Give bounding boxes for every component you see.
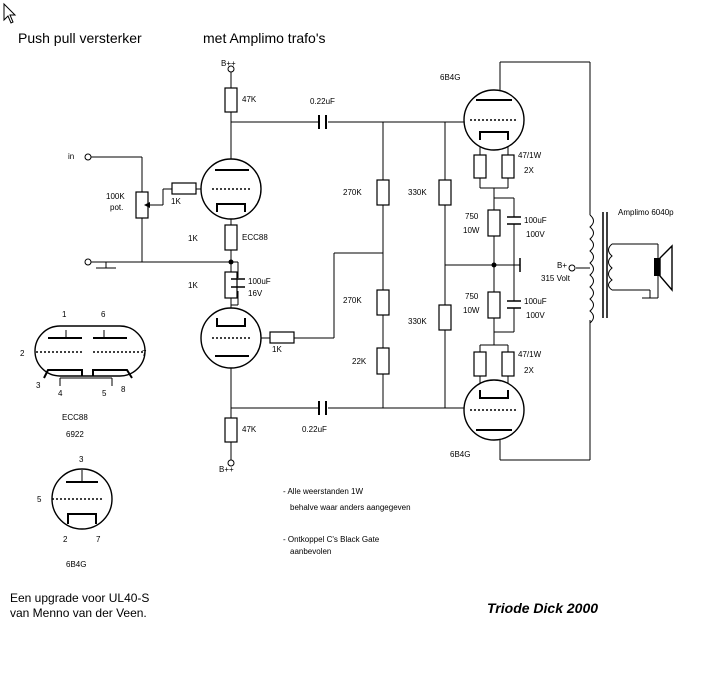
tube-ecc88-lower (200, 307, 262, 369)
label-bpp-top: B++ (221, 59, 236, 68)
ecc88-pinout (34, 325, 146, 386)
ecc88-pin-3: 3 (36, 381, 41, 390)
label-r-anode-bottom: 47K (242, 425, 257, 434)
ecc88-pin-5: 5 (102, 389, 107, 398)
title-left: Push pull versterker (18, 30, 142, 46)
output-transformer (589, 212, 613, 324)
label-transformer: Amplimo 6040p (618, 208, 674, 217)
label-6b4g-top: 6B4G (440, 73, 460, 82)
resistor-330k-2 (438, 304, 452, 331)
label-r-270k-1: 270K (343, 188, 362, 197)
label-tube-ecc88: ECC88 (242, 233, 268, 242)
label-r-750-bot-w: 10W (463, 306, 480, 315)
signature: Triode Dick 2000 (487, 600, 598, 616)
resistor-1k-grid2 (269, 331, 295, 344)
label-r-anode-top: 47K (242, 95, 257, 104)
label-cap-100-top-v: 100V (526, 230, 545, 239)
tube-6b4g-lower (463, 379, 525, 441)
tube-6b4g-upper (463, 89, 525, 151)
ground-terminal (84, 258, 92, 266)
ecc88-name: ECC88 (62, 413, 88, 422)
ecc88-alt: 6922 (66, 430, 84, 439)
label-cap-bottom: 0.22uF (302, 425, 327, 434)
note-1b: behalve waar anders aangegeven (290, 503, 411, 512)
resistor-22k (376, 347, 390, 375)
resistor-47k-bottom (224, 417, 238, 443)
ecc88-pin-7: 7 (142, 349, 147, 358)
label-cap-cath: 100uF (248, 277, 271, 286)
label-r-47-top: 47/1W (518, 151, 542, 160)
label-r-47-bot-count: 2X (524, 366, 534, 375)
resistor-1k-cath2 (224, 271, 238, 299)
label-cap-100-bot: 100uF (524, 297, 547, 306)
resistor-270k-2 (376, 289, 390, 316)
label-cap-cath-v: 16V (248, 289, 263, 298)
ecc88-pin-8: 8 (121, 385, 126, 394)
label-bplus: B+ (557, 261, 567, 270)
credit-line-1: Een upgrade voor UL40-S (10, 591, 149, 605)
label-r-750-top-w: 10W (463, 226, 480, 235)
pot-wiper-icon (144, 202, 150, 208)
resistor-270k-1 (376, 179, 390, 206)
label-r-750-bot: 750 (465, 292, 479, 301)
ecc88-pin-1: 1 (62, 310, 67, 319)
label-input: in (68, 152, 74, 161)
resistor-1k-cath1 (224, 224, 238, 251)
wires (88, 61, 659, 461)
label-pot-unit: pot. (110, 203, 123, 212)
resistor-330k-1 (438, 179, 452, 206)
label-r-grid2: 1K (272, 345, 282, 354)
label-r-270k-2: 270K (343, 296, 362, 305)
bpp-terminal-bottom (227, 459, 235, 467)
label-bplus-v: 315 Volt (541, 274, 571, 283)
resistor-47-bot-a (473, 351, 487, 377)
note-1: - Alle weerstanden 1W (283, 487, 363, 496)
speaker-icon (654, 244, 673, 298)
label-cap-100-top: 100uF (524, 216, 547, 225)
capacitors (231, 115, 521, 415)
b4g-pin-3: 3 (79, 455, 84, 464)
resistor-47-bot-b (501, 351, 515, 377)
b4g-pin-7: 7 (96, 535, 101, 544)
label-r-47-top-count: 2X (524, 166, 534, 175)
label-r-750-top: 750 (465, 212, 479, 221)
label-r-cath2: 1K (188, 281, 198, 290)
resistor-47-top-b (501, 154, 515, 179)
resistor-1k-grid (171, 182, 197, 195)
credit-line-2: van Menno van der Veen. (10, 606, 147, 620)
cursor-icon (3, 2, 17, 24)
label-pot: 100K (106, 192, 125, 201)
label-r-330k-1: 330K (408, 188, 427, 197)
label-bpp-bottom: B++ (219, 465, 234, 474)
label-6b4g-bottom: 6B4G (450, 450, 470, 459)
b4g-pin-5: 5 (37, 495, 42, 504)
ecc88-pin-4: 4 (58, 389, 63, 398)
label-r-22k: 22K (352, 357, 367, 366)
note-2: - Ontkoppel C's Black Gate (283, 535, 380, 544)
note-2b: aanbevolen (290, 547, 331, 556)
bpp-terminal-top (227, 65, 235, 73)
label-r-grid: 1K (171, 197, 181, 206)
b4g-pinout (51, 468, 113, 530)
resistor-47-top-a (473, 154, 487, 179)
input-terminal (84, 153, 92, 161)
ecc88-pin-2: 2 (20, 349, 25, 358)
ecc88-pin-6: 6 (101, 310, 106, 319)
b4g-name: 6B4G (66, 560, 86, 569)
resistor-47k-top (224, 87, 238, 113)
resistors (135, 87, 515, 443)
resistor-750-bot (487, 291, 501, 319)
tube-ecc88-upper (200, 158, 262, 220)
label-r-cath1: 1K (188, 234, 198, 243)
bplus-terminal (568, 264, 576, 272)
label-cap-top: 0.22uF (310, 97, 335, 106)
label-r-330k-2: 330K (408, 317, 427, 326)
b4g-pin-2: 2 (63, 535, 68, 544)
title-right: met Amplimo trafo's (203, 30, 326, 46)
junction-dots (228, 259, 497, 268)
resistor-750-top (487, 209, 501, 237)
label-r-47-bot: 47/1W (518, 350, 542, 359)
label-cap-100-bot-v: 100V (526, 311, 545, 320)
